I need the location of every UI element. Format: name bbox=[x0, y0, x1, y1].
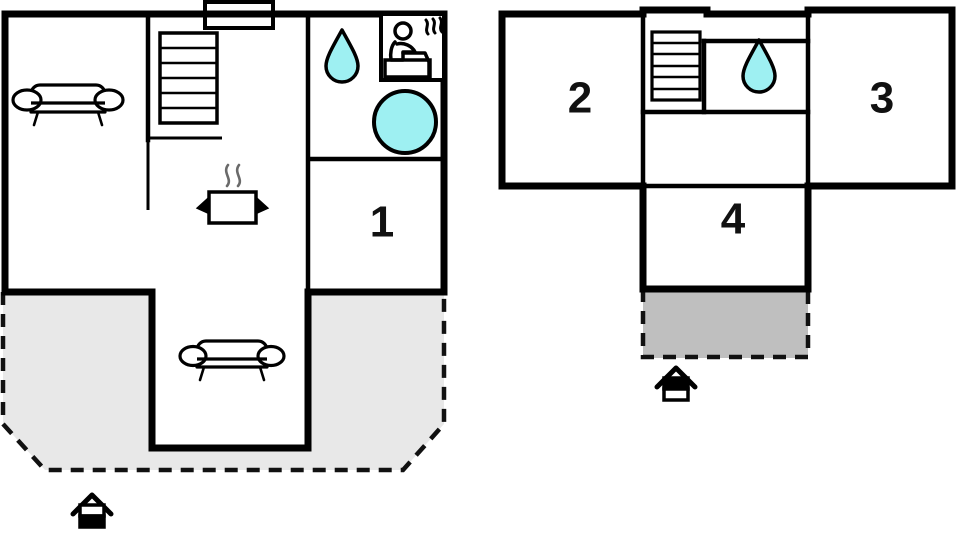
water-drop-icon bbox=[741, 38, 777, 94]
room-number-2: 2 bbox=[568, 74, 592, 123]
sofa-icon bbox=[178, 339, 286, 382]
ground-floor-interior-fill bbox=[5, 14, 444, 448]
ground-floor-plan: 1 bbox=[0, 0, 448, 529]
pool-circle-icon bbox=[372, 89, 438, 155]
balcony-outline bbox=[640, 289, 811, 360]
staircase-icon bbox=[158, 31, 219, 125]
house-entrance-icon bbox=[654, 365, 698, 402]
water-drop-icon bbox=[324, 28, 360, 84]
balcony-fill bbox=[643, 289, 808, 358]
room-number-4: 4 bbox=[721, 195, 746, 244]
house-entrance-icon bbox=[70, 492, 114, 529]
upper-floor-plan: 2 3 4 bbox=[498, 6, 956, 402]
terrace-outline bbox=[0, 292, 447, 473]
ground-floor-outer-wall bbox=[1, 10, 448, 452]
sofa-icon bbox=[11, 83, 125, 127]
room-number-3: 3 bbox=[870, 74, 894, 123]
cooking-pot-icon bbox=[195, 163, 270, 225]
staircase-icon bbox=[650, 30, 702, 102]
room-number-1: 1 bbox=[370, 198, 394, 247]
sauna-icon bbox=[379, 12, 446, 82]
upper-floor-interior-fill bbox=[502, 14, 952, 289]
balcony[interactable] bbox=[640, 289, 811, 360]
